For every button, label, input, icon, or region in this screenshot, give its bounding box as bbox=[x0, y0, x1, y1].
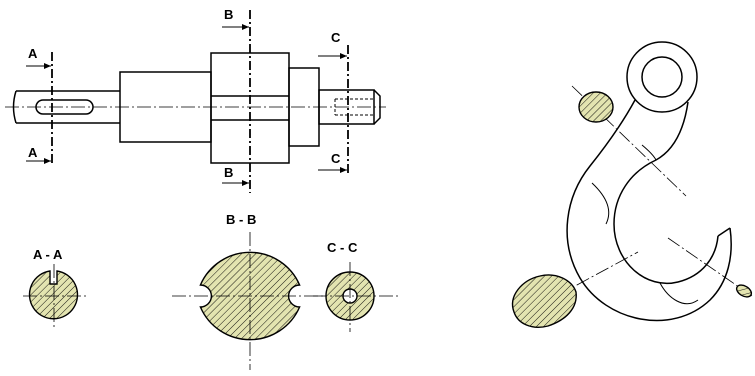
cut-label-b-top: B bbox=[224, 7, 233, 22]
hook-section-upper bbox=[578, 91, 614, 123]
shaft-left-journal bbox=[12, 90, 120, 124]
cut-label-b-bottom: B bbox=[224, 165, 233, 180]
hook-inner-contour bbox=[613, 101, 719, 285]
shaft-chamfer bbox=[373, 89, 381, 125]
section-a-a: A - A bbox=[23, 247, 86, 330]
hook-section-trace bbox=[641, 144, 657, 161]
section-label-a: A - A bbox=[33, 247, 63, 262]
shaft-view: A A B B C C bbox=[5, 7, 386, 193]
section-b-b: B - B bbox=[172, 212, 330, 370]
shaft-right-end bbox=[318, 89, 375, 125]
section-label-c: C - C bbox=[327, 240, 358, 255]
hook-section-line-tip bbox=[667, 237, 753, 297]
hook-eye-outer bbox=[626, 41, 698, 113]
hook-section-trace bbox=[659, 282, 699, 305]
cut-label-a-top: A bbox=[28, 46, 38, 61]
section-label-b: B - B bbox=[226, 212, 256, 227]
cut-label-c-top: C bbox=[331, 30, 341, 45]
hook-section-trace bbox=[591, 182, 610, 225]
hook-section-tip bbox=[735, 284, 753, 298]
hook-outer-contour bbox=[566, 99, 732, 322]
section-a-shape bbox=[28, 270, 79, 320]
crane-hook bbox=[511, 41, 753, 328]
hook-eye-inner bbox=[641, 56, 683, 98]
cut-label-c-bottom: C bbox=[331, 151, 341, 166]
hook-tip bbox=[717, 227, 731, 237]
cut-label-a-bottom: A bbox=[28, 145, 38, 160]
section-c-c: C - C bbox=[313, 240, 400, 332]
keyway-slot bbox=[35, 99, 94, 115]
hook-section-lower bbox=[511, 274, 577, 328]
